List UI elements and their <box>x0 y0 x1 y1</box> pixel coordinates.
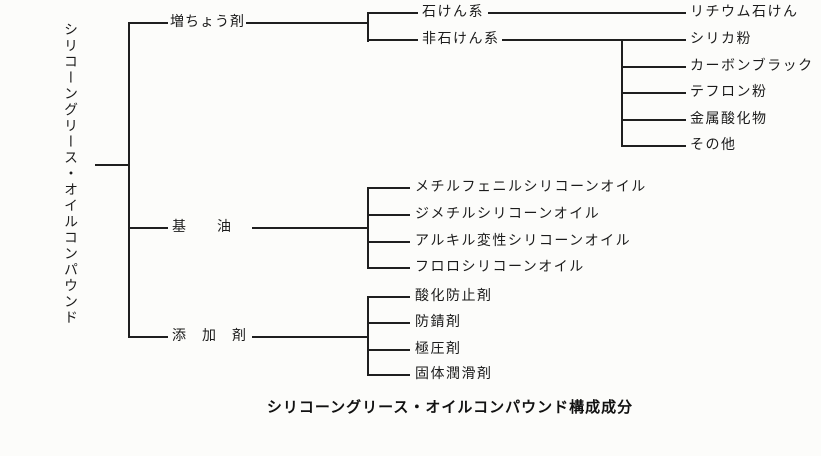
tree-connector <box>367 374 410 376</box>
tree-connector <box>367 187 410 189</box>
node-teflon-powder: テフロン粉 <box>690 85 768 100</box>
tree-connector <box>252 336 368 338</box>
tree-connector <box>367 12 369 42</box>
tree-connector <box>367 296 410 298</box>
tree-connector <box>128 22 130 338</box>
tree-connector <box>367 187 369 269</box>
root-node-label: シリコーングリース・オイルコンパウンド <box>62 22 77 326</box>
tree-connector <box>367 241 410 243</box>
node-fluoro-silicone-oil: フロロシリコーンオイル <box>415 260 585 275</box>
tree-connector <box>128 22 168 24</box>
node-others: その他 <box>690 138 737 153</box>
tree-connector <box>252 227 368 229</box>
diagram-caption: シリコーングリース・オイルコンパウンド構成成分 <box>266 399 634 416</box>
node-solid-lubricant: 固体潤滑剤 <box>415 367 493 382</box>
node-dimethyl-silicone-oil: ジメチルシリコーンオイル <box>415 207 601 222</box>
node-thickener: 増ちょう剤 <box>170 15 245 30</box>
node-extreme-pressure-agent: 極圧剤 <box>415 342 462 357</box>
node-metal-oxides: 金属酸化物 <box>690 112 768 127</box>
tree-connector <box>95 164 128 166</box>
node-non-soap-type: 非石けん系 <box>422 32 500 47</box>
tree-connector <box>367 322 410 324</box>
tree-connector <box>621 145 686 147</box>
node-base-oil: 基 油 <box>172 220 232 235</box>
tree-connector <box>502 39 686 41</box>
tree-connector <box>621 92 686 94</box>
tree-connector <box>621 119 686 121</box>
tree-connector <box>367 39 418 41</box>
node-silica-powder: シリカ粉 <box>690 32 752 47</box>
node-additives: 添 加 剤 <box>172 329 247 344</box>
tree-connector <box>367 296 369 376</box>
tree-connector <box>367 267 410 269</box>
tree-connector <box>367 12 418 14</box>
node-antioxidant: 酸化防止剤 <box>415 289 493 304</box>
node-rust-preventive: 防錆剤 <box>415 315 462 330</box>
node-alkyl-modified-silicone-oil: アルキル変性シリコーンオイル <box>415 234 632 249</box>
tree-connector <box>128 336 168 338</box>
tree-connector <box>367 349 410 351</box>
node-carbon-black: カーボンブラック <box>690 59 814 74</box>
node-methylphenyl-silicone-oil: メチルフェニルシリコーンオイル <box>415 180 647 195</box>
node-soap-type: 石けん系 <box>422 5 484 20</box>
tree-connector <box>488 12 686 14</box>
tree-connector <box>128 227 168 229</box>
node-lithium-soap: リチウム石けん <box>690 5 799 20</box>
tree-connector <box>246 22 368 24</box>
tree-connector <box>367 214 410 216</box>
tree-connector <box>621 66 686 68</box>
